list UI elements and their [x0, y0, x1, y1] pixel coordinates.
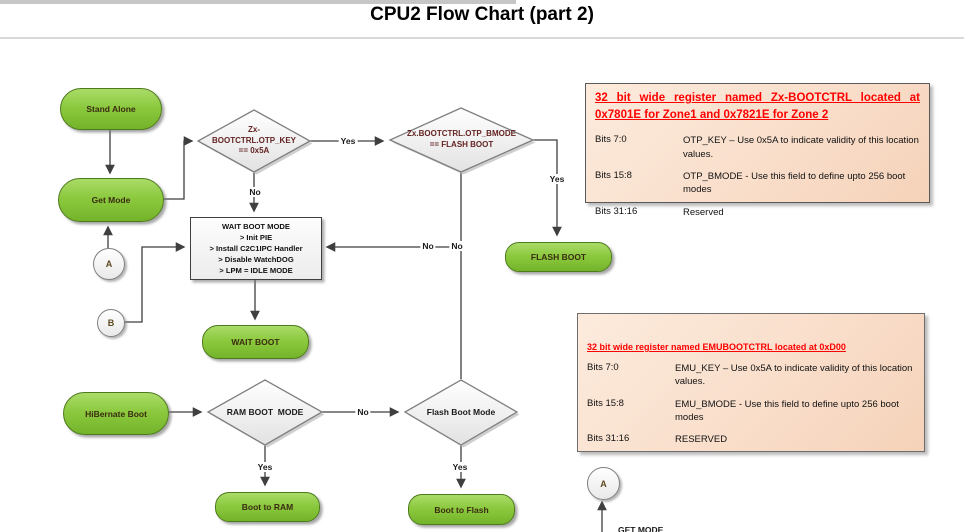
- register-bits: Bits 15:8: [587, 397, 624, 409]
- process-title: WAIT BOOT MODE: [222, 222, 290, 231]
- label-otp-key-no: No: [247, 187, 263, 197]
- label-ram-boot-no: No: [355, 407, 371, 417]
- register-box-zx-bootctrl: 32 bit wide register named Zx-BOOTCTRL l…: [585, 83, 930, 218]
- process-step: > LPM = IDLE MODE: [219, 266, 293, 275]
- register-desc: EMU_BMODE - Use this field to define upt…: [675, 398, 899, 423]
- node-hibernate-boot: HiBernate Boot: [63, 392, 169, 435]
- node-boot-to-ram: Boot to RAM: [215, 492, 320, 522]
- edge-b-to-waitbox: [123, 242, 186, 323]
- register-desc: OTP_KEY – Use 0x5A to indicate validity …: [683, 135, 919, 160]
- register-desc: Reserved: [683, 206, 724, 218]
- process-step: > Install C2C1IPC Handler: [209, 244, 303, 253]
- connector-a-left: A: [93, 248, 125, 280]
- node-flash-boot: FLASH BOOT: [505, 242, 612, 272]
- process-step: > Init PIE: [239, 233, 273, 242]
- register-desc: OTP_BMODE - Use this field to define upt…: [683, 170, 906, 196]
- register-box-heading: 32 bit wide register named EMUBOOTCTRL l…: [587, 342, 846, 352]
- register-box-heading: 32 bit wide register named Zx-BOOTCTRL l…: [595, 92, 920, 121]
- decision-otp-bmode-label: Zx.BOOTCTRL.OTP_BMODE == FLASH BOOT: [407, 129, 516, 149]
- title-divider: [0, 37, 964, 39]
- connector-b-left: B: [97, 309, 125, 337]
- register-row: Bits 31:16 RESERVED: [587, 433, 915, 446]
- register-bits: Bits 15:8: [595, 169, 632, 181]
- decision-ram-boot-label: RAM BOOT MODE: [226, 406, 304, 417]
- label-otp-bmode-yes: Yes: [547, 174, 567, 184]
- decision-otp-key-shape: [196, 109, 312, 173]
- label-otp-bmode-no: No: [449, 241, 465, 251]
- node-wait-boot: WAIT BOOT: [202, 325, 309, 359]
- window-top-bar: [0, 0, 516, 4]
- node-get-mode: Get Mode: [58, 178, 164, 222]
- label-flash-mode-no: No: [420, 241, 436, 251]
- edge-otpbmode-yes: [533, 139, 562, 237]
- label-flash-mode-yes: Yes: [450, 462, 470, 472]
- register-row: Bits 15:8 OTP_BMODE - Use this field to …: [595, 170, 920, 197]
- register-desc: RESERVED: [675, 434, 728, 446]
- register-row: Bits 7:0 EMU_KEY – Use 0x5A to indicate …: [587, 362, 915, 389]
- process-wait-boot-mode: WAIT BOOT MODE > Init PIE > Install C2C1…: [190, 217, 322, 280]
- offpage-get-mode-label: GET MODE: [618, 525, 664, 532]
- connector-a-bottom: A: [587, 467, 620, 500]
- decision-flash-boot-label: Flash Boot Mode: [426, 406, 496, 417]
- node-boot-to-flash: Boot to Flash: [408, 494, 515, 525]
- page-title: CPU2 Flow Chart (part 2): [370, 4, 594, 25]
- process-step: > Disable WatchDOG: [218, 255, 294, 264]
- register-row: Bits 31:16 Reserved: [595, 206, 920, 219]
- label-otp-key-yes: Yes: [338, 136, 358, 146]
- register-row: Bits 15:8 EMU_BMODE - Use this field to …: [587, 398, 915, 425]
- label-ram-boot-yes: Yes: [255, 462, 275, 472]
- decision-ram-boot-shape: [206, 379, 324, 446]
- decision-otp-bmode-shape: [388, 107, 535, 173]
- register-box-emubootctrl: 32 bit wide register named EMUBOOTCTRL l…: [577, 313, 925, 452]
- register-bits: Bits 7:0: [587, 362, 619, 373]
- register-bits: Bits 31:16: [587, 433, 630, 445]
- decision-otp-key-label: Zx- BOOTCTRL.OTP_KEY == 0x5A: [211, 124, 296, 156]
- register-desc: EMU_KEY – Use 0x5A to indicate validity …: [675, 363, 913, 388]
- register-bits: Bits 31:16: [595, 205, 638, 217]
- register-row: Bits 7:0 OTP_KEY – Use 0x5A to indicate …: [595, 134, 920, 161]
- decision-flash-boot-shape: [403, 379, 519, 446]
- edge-getmode-to-otpkey: [162, 136, 194, 200]
- node-stand-alone: Stand Alone: [60, 88, 162, 130]
- register-bits: Bits 7:0: [595, 134, 627, 146]
